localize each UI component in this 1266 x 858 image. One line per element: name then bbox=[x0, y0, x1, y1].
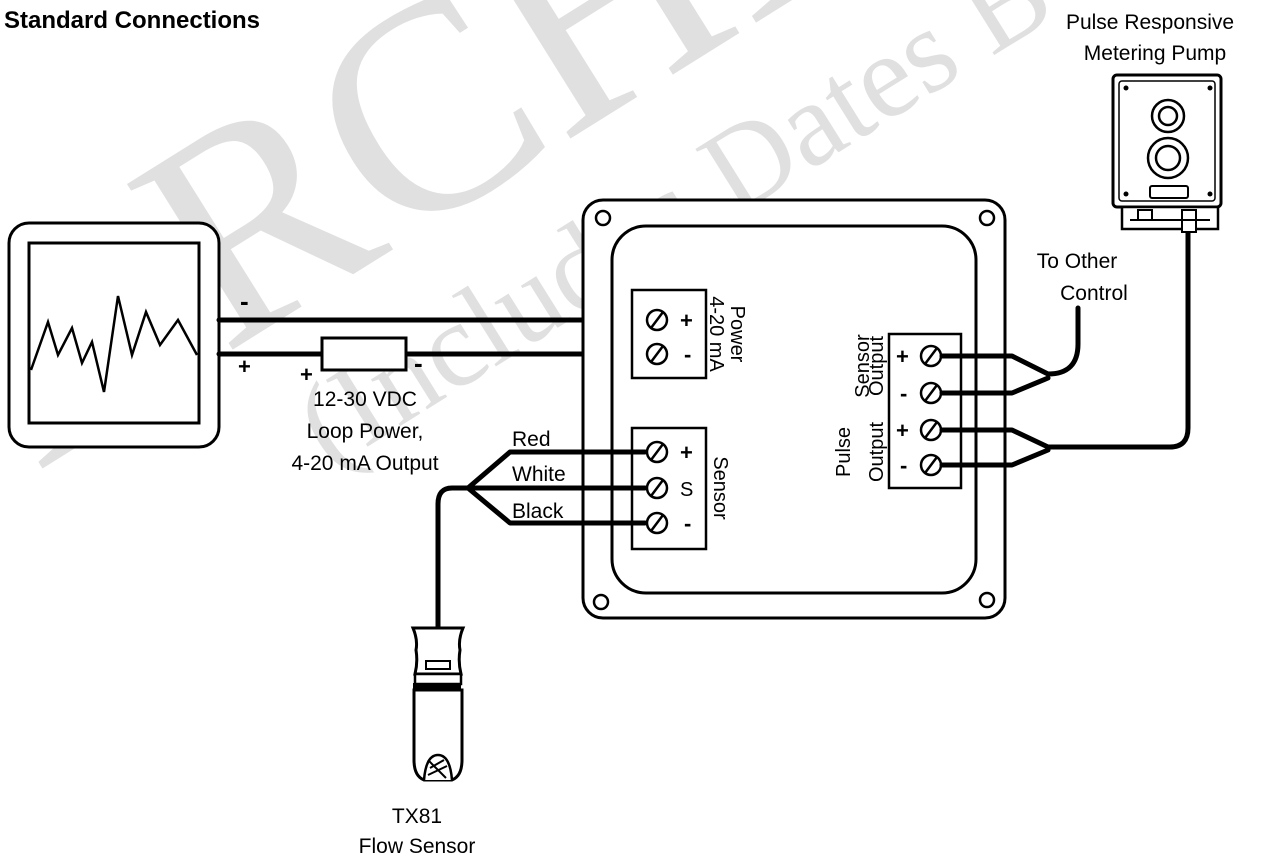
pulse-minus-label: - bbox=[900, 453, 907, 478]
resistor bbox=[320, 336, 408, 372]
red-wire bbox=[465, 449, 648, 491]
output-terminal-block: + - + - bbox=[887, 332, 963, 490]
sensor-model-label: TX81 bbox=[392, 805, 442, 828]
terminal-screw-icon bbox=[645, 342, 669, 366]
pulse-output-label-top: Pulse bbox=[833, 427, 855, 477]
terminal-screw-icon bbox=[645, 440, 669, 464]
terminal-screw-icon bbox=[645, 476, 669, 500]
sensor-output-wire-top bbox=[939, 305, 1081, 377]
output-minus-label: - bbox=[900, 381, 907, 406]
output-plus-label: + bbox=[896, 344, 909, 369]
mount-hole-icon bbox=[978, 591, 996, 609]
sensor-minus-label: - bbox=[684, 511, 691, 536]
resistor-plus-sign: + bbox=[300, 362, 313, 387]
resistor-minus-sign: - bbox=[414, 348, 423, 378]
pulse-plus-label: + bbox=[896, 418, 909, 443]
terminal-screw-icon bbox=[919, 453, 943, 477]
white-wire-label: White bbox=[512, 463, 566, 486]
sensor-cable bbox=[435, 485, 471, 631]
power-minus-label: - bbox=[684, 342, 691, 367]
black-wire bbox=[465, 485, 648, 526]
terminal-screw-icon bbox=[645, 511, 669, 535]
loop-power-label: Loop Power, bbox=[307, 420, 424, 443]
power-terminal-block: + - bbox=[630, 288, 708, 380]
mount-hole-icon bbox=[594, 209, 612, 227]
diagram-title: Standard Connections bbox=[4, 7, 260, 34]
black-wire-label: Black bbox=[512, 500, 564, 523]
pulse-output-wire-bottom bbox=[939, 447, 1051, 468]
sensor-plus-label: + bbox=[680, 440, 693, 465]
loop-plus-sign: + bbox=[238, 354, 251, 379]
recorder-trace bbox=[29, 295, 199, 393]
sensor-output-wire-bottom bbox=[939, 375, 1051, 396]
loop-minus-sign: - bbox=[240, 286, 249, 316]
metering-pump bbox=[1111, 73, 1223, 233]
pump-label-1: Pulse Responsive bbox=[1066, 11, 1234, 34]
pulse-output-label-bottom: Output bbox=[866, 422, 888, 482]
terminal-screw-icon bbox=[919, 381, 943, 405]
sensor-block-label: Sensor bbox=[709, 456, 731, 520]
power-block-label: Power bbox=[726, 306, 748, 363]
loop-voltage-label: 12-30 VDC bbox=[313, 388, 417, 411]
mount-hole-icon bbox=[592, 593, 610, 611]
sensor-output-label-top: Sensor bbox=[852, 334, 874, 398]
loop-output-label: 4-20 mA Output bbox=[291, 452, 438, 475]
flow-sensor bbox=[410, 626, 466, 782]
pulse-output-wire-top bbox=[939, 222, 1191, 450]
sensor-type-label: Flow Sensor bbox=[359, 835, 476, 858]
terminal-screw-icon bbox=[919, 344, 943, 368]
other-control-label-2: Control bbox=[1060, 282, 1128, 305]
sensor-signal-label: S bbox=[680, 479, 693, 501]
power-plus-label: + bbox=[680, 308, 693, 333]
sensor-output-label-bottom: Output bbox=[866, 336, 888, 396]
terminal-screw-icon bbox=[645, 308, 669, 332]
red-wire-label: Red bbox=[512, 428, 551, 451]
mount-hole-icon bbox=[978, 209, 996, 227]
terminal-screw-icon bbox=[919, 418, 943, 442]
power-range-label: 4-20 mA bbox=[705, 296, 727, 372]
pump-label-2: Metering Pump bbox=[1084, 42, 1226, 65]
recorder-device bbox=[7, 221, 221, 449]
other-control-label-1: To Other bbox=[1037, 250, 1118, 273]
